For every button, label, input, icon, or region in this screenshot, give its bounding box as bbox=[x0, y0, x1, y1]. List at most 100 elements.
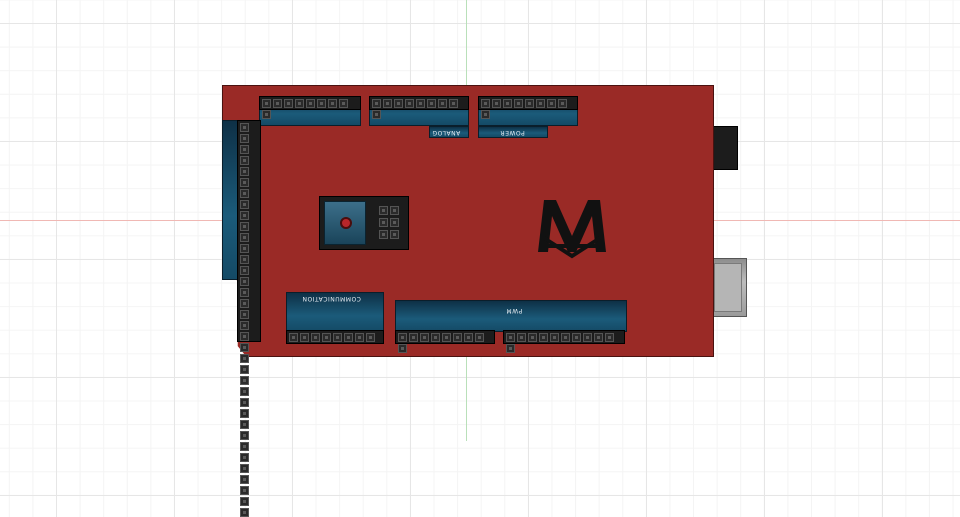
header-pin bbox=[372, 110, 381, 119]
icsp-pin bbox=[379, 218, 388, 227]
pwm-label: PWM bbox=[506, 307, 523, 314]
communication-silk bbox=[286, 292, 384, 332]
header-pin bbox=[558, 99, 567, 108]
header-pin bbox=[503, 99, 512, 108]
header-pin bbox=[409, 333, 418, 342]
icsp-pin bbox=[379, 206, 388, 215]
reset-icsp-area bbox=[319, 196, 409, 250]
icsp-pin bbox=[390, 206, 399, 215]
header-pin bbox=[427, 99, 436, 108]
icsp-pin bbox=[390, 218, 399, 227]
usb-connector bbox=[709, 258, 747, 317]
header-pin bbox=[240, 475, 249, 484]
power-label: POWER bbox=[500, 129, 525, 136]
analog-label: ANALOG bbox=[432, 129, 461, 136]
top-left-header[interactable] bbox=[259, 96, 361, 119]
header-pin bbox=[240, 464, 249, 473]
header-pin bbox=[416, 99, 425, 108]
header-pin bbox=[240, 233, 249, 242]
header-pin bbox=[262, 110, 271, 119]
header-pin bbox=[481, 110, 490, 119]
header-pin bbox=[506, 333, 515, 342]
m-logo-icon bbox=[538, 200, 606, 259]
header-pin bbox=[240, 365, 249, 374]
header-pin bbox=[240, 211, 249, 220]
header-pin bbox=[339, 99, 348, 108]
header-pin bbox=[355, 333, 364, 342]
header-pin bbox=[550, 333, 559, 342]
icsp-pin bbox=[379, 230, 388, 239]
left-header-silk bbox=[222, 120, 238, 280]
icsp-header[interactable] bbox=[378, 205, 404, 241]
header-pin bbox=[453, 333, 462, 342]
pwm-header-left[interactable] bbox=[395, 330, 495, 353]
header-pin bbox=[572, 333, 581, 342]
header-pin bbox=[240, 277, 249, 286]
header-pin bbox=[528, 333, 537, 342]
header-pin bbox=[405, 99, 414, 108]
header-pin bbox=[328, 99, 337, 108]
header-pin bbox=[240, 134, 249, 143]
header-pin bbox=[240, 420, 249, 429]
header-pin bbox=[240, 442, 249, 451]
header-pin bbox=[240, 222, 249, 231]
header-pin bbox=[372, 99, 381, 108]
header-pin bbox=[289, 333, 298, 342]
analog-label-block bbox=[429, 126, 469, 138]
header-pin bbox=[561, 333, 570, 342]
header-pin bbox=[240, 123, 249, 132]
header-pin bbox=[240, 145, 249, 154]
header-pin bbox=[240, 508, 249, 517]
header-pin bbox=[398, 333, 407, 342]
header-pin bbox=[295, 99, 304, 108]
header-pin bbox=[514, 99, 523, 108]
header-pin bbox=[240, 354, 249, 363]
icsp-pin bbox=[390, 230, 399, 239]
header-pin bbox=[517, 333, 526, 342]
header-pin bbox=[240, 299, 249, 308]
header-pin bbox=[536, 99, 545, 108]
header-pin bbox=[583, 333, 592, 342]
power-label-block bbox=[478, 126, 548, 138]
header-pin bbox=[594, 333, 603, 342]
header-pin bbox=[317, 99, 326, 108]
power-header[interactable] bbox=[478, 96, 578, 119]
header-pin bbox=[300, 333, 309, 342]
header-pin bbox=[240, 266, 249, 275]
header-pin bbox=[605, 333, 614, 342]
header-pin bbox=[240, 200, 249, 209]
header-pin bbox=[273, 99, 282, 108]
header-pin bbox=[464, 333, 473, 342]
header-pin bbox=[240, 409, 249, 418]
header-pin bbox=[525, 99, 534, 108]
header-pin bbox=[394, 99, 403, 108]
header-pin bbox=[240, 376, 249, 385]
header-pin bbox=[492, 99, 501, 108]
header-pin bbox=[481, 99, 490, 108]
header-pin bbox=[506, 344, 515, 353]
header-pin bbox=[431, 333, 440, 342]
header-pin bbox=[240, 497, 249, 506]
header-pin bbox=[240, 310, 249, 319]
header-pin bbox=[240, 288, 249, 297]
header-pin bbox=[240, 255, 249, 264]
header-pin bbox=[240, 486, 249, 495]
header-pin bbox=[539, 333, 548, 342]
header-pin bbox=[240, 189, 249, 198]
header-pin bbox=[240, 178, 249, 187]
header-pin bbox=[240, 156, 249, 165]
pwm-silk bbox=[395, 300, 627, 332]
header-pin bbox=[322, 333, 331, 342]
header-pin bbox=[438, 99, 447, 108]
reset-switch[interactable] bbox=[324, 201, 366, 245]
header-pin bbox=[398, 344, 407, 353]
analog-header[interactable] bbox=[369, 96, 469, 119]
header-pin bbox=[240, 167, 249, 176]
left-digital-header[interactable] bbox=[237, 120, 261, 517]
reset-button[interactable] bbox=[340, 217, 352, 229]
header-pin bbox=[240, 387, 249, 396]
communication-label: COMMUNICATION bbox=[302, 295, 361, 302]
header-pin bbox=[240, 321, 249, 330]
pwm-header-right[interactable] bbox=[503, 330, 625, 353]
communication-header[interactable] bbox=[286, 330, 384, 344]
